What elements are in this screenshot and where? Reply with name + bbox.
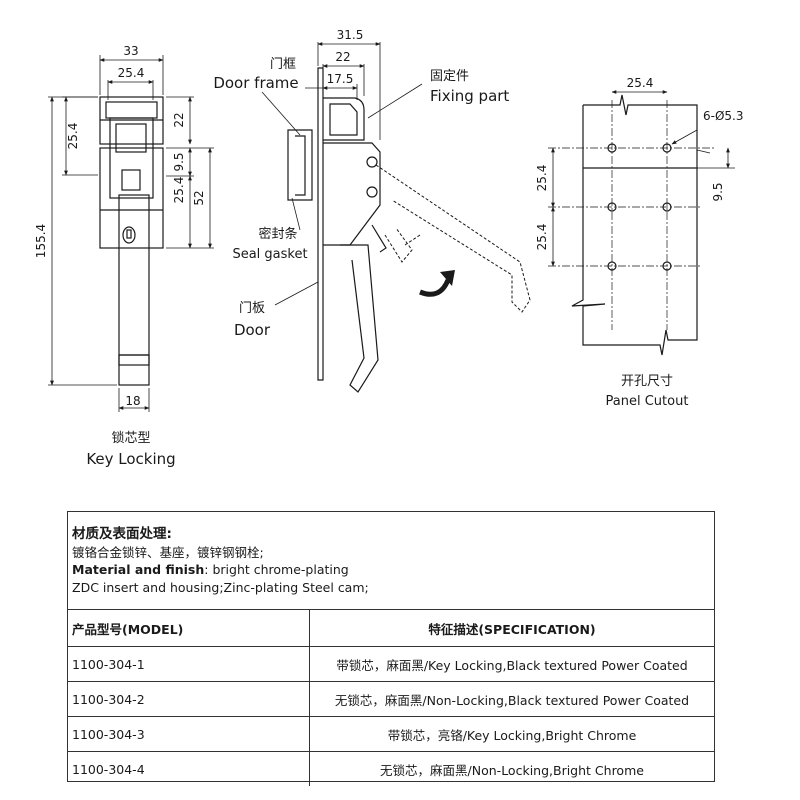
table-row: 1100-304-1 带锁芯，麻面黑/Key Locking,Black tex… [68,646,714,682]
row-model: 1100-304-2 [68,681,310,717]
panel-cutout-centerlines [548,100,715,330]
table-row: 1100-304-3 带锁芯，亮铬/Key Locking,Bright Chr… [68,716,714,752]
header-model: 产品型号(MODEL) [68,610,310,647]
dim-panel-25-4-a: 25.4 [535,165,549,192]
materials-en: Material and finish: bright chrome-plati… [72,561,710,579]
dim-25-4-left: 25.4 [66,123,80,150]
materials-title: 材质及表面处理: [72,526,172,542]
key-locking-label-en: Key Locking [86,450,175,468]
dim-panel-25-4-b: 25.4 [535,224,549,251]
dim-52: 52 [192,190,206,205]
row-model: 1100-304-1 [68,646,310,682]
side-view-dimensions [261,42,423,306]
row-spec: 带锁芯，麻面黑/Key Locking,Black textured Power… [309,646,714,682]
specification-table: 材质及表面处理: 镀铬合金锁锌、基座，镀锌钢钢栓; Material and f… [67,511,715,786]
materials-block: 材质及表面处理: 镀铬合金锁锌、基座，镀锌钢钢栓; Material and f… [68,512,714,610]
materials-en-rest: : bright chrome-plating [204,562,349,577]
fixing-part-label-cn: 固定件 [430,69,469,84]
front-view [48,55,214,412]
dim-panel-9-5: 9.5 [711,182,725,201]
row-model: 1100-304-4 [68,751,310,786]
table-row: 1100-304-2 无锁芯，麻面黑/Non-Locking,Black tex… [68,681,714,717]
door-frame-label-cn: 门框 [270,57,296,72]
door-label-en: Door [234,321,271,339]
table-row: 1100-304-4 无锁芯，麻面黑/Non-Locking,Bright Ch… [68,751,714,786]
materials-en-bold: Material and finish [72,562,205,577]
technical-drawing: 33 25.4 22 9.5 25.4 52 25.4 155.4 18 锁芯型… [34,28,744,468]
side-view [287,67,387,393]
front-view-dimensions [50,58,212,410]
dim-33: 33 [123,44,138,58]
dim-155-4: 155.4 [34,224,48,258]
open-direction-arrowhead [440,270,455,286]
row-spec: 带锁芯，亮铬/Key Locking,Bright Chrome [309,716,714,752]
door-frame-label-en: Door frame [213,74,298,92]
door-label-cn: 门板 [239,301,265,316]
dim-17-5: 17.5 [327,72,354,86]
open-direction-arrow [419,278,451,297]
dim-22: 22 [172,112,186,127]
seal-gasket-label-cn: 密封条 [258,226,297,242]
seal-gasket-label-en: Seal gasket [232,247,307,262]
row-spec: 无锁芯，麻面黑/Non-Locking,Bright Chrome [309,751,714,786]
fixing-part-label-en: Fixing part [430,87,509,105]
panel-cutout-dimensions [551,90,735,267]
materials-en-line2: ZDC insert and housing;Zinc-plating Stee… [72,579,369,595]
dim-25-4-mid: 25.4 [172,177,186,204]
dim-31-5: 31.5 [337,28,364,42]
panel-cutout-label-en: Panel Cutout [606,394,689,409]
header-spec: 特征描述(SPECIFICATION) [428,621,596,637]
row-model: 1100-304-3 [68,716,310,752]
key-locking-label-cn: 锁芯型 [111,430,150,446]
model-table: 产品型号(MODEL) 特征描述(SPECIFICATION) 1100-304… [68,610,714,786]
materials-cn: 镀铬合金锁锌、基座，镀锌钢钢栓; [72,544,264,560]
dim-panel-25-4-top: 25.4 [627,76,654,90]
panel-cutout-label-cn: 开孔尺寸 [621,374,673,389]
row-spec: 无锁芯，麻面黑/Non-Locking,Black textured Power… [309,681,714,717]
dim-25-4-top: 25.4 [118,66,145,80]
side-view-open-position [375,164,531,313]
dim-18: 18 [125,394,140,408]
dim-panel-holes: 6-Ø5.3 [703,109,744,123]
dim-9-5: 9.5 [172,152,186,171]
dim-22-side: 22 [335,50,350,64]
table-header-row: 产品型号(MODEL) 特征描述(SPECIFICATION) [68,610,714,647]
